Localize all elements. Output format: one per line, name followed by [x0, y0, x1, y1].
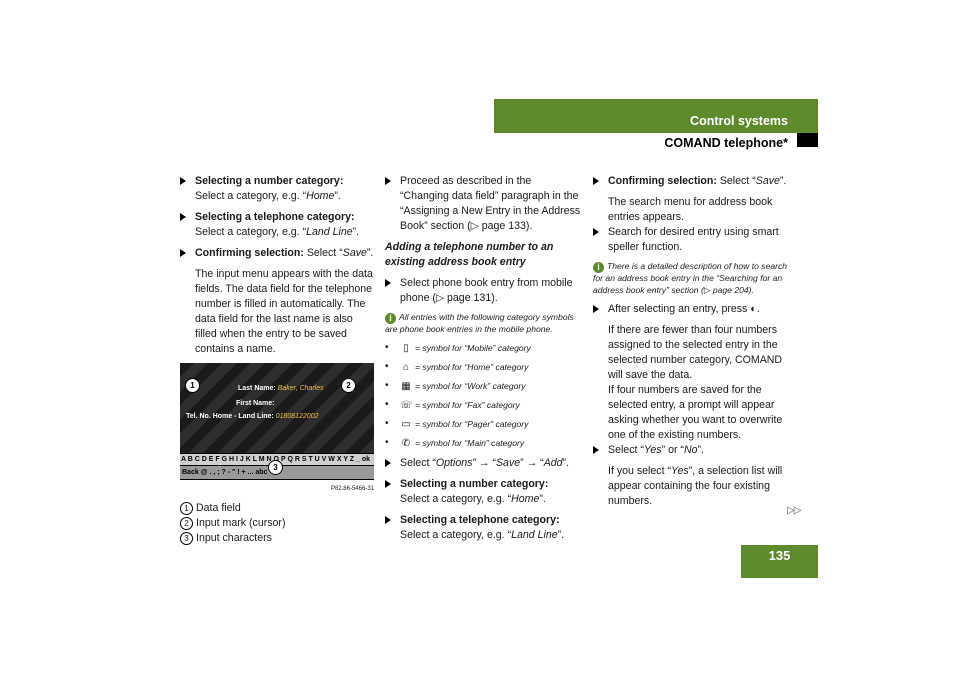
fax-icon: ☏ [400, 399, 413, 411]
step-select-number-category-2: Selecting a number category: Select a ca… [385, 477, 583, 507]
four-numbers-text: If four numbers are saved for the select… [608, 384, 783, 441]
section-subtitle: COMAND telephone* [664, 136, 788, 150]
category-item: •▭= symbol for “Pager” category [385, 417, 529, 430]
category-item: •✆= symbol for “Main” category [385, 436, 525, 449]
screen-background [180, 363, 374, 453]
info-icon: i [593, 262, 604, 273]
first-name-field: First Name: [236, 400, 275, 407]
fewer-numbers-text: If there are fewer than four numbers ass… [608, 324, 783, 381]
step-arrow-icon [385, 177, 391, 185]
column-3: Confirming selection: Select “Save”. The… [593, 174, 791, 509]
step-arrow-icon [385, 479, 391, 488]
category-item: •▦= symbol for “Work” category [385, 379, 526, 392]
step-confirm-selection-2: Confirming selection: Select “Save”. [593, 174, 791, 189]
column-1: Selecting a number category: Select a ca… [180, 174, 376, 546]
section-title: Control systems [690, 114, 788, 128]
page-number: 135 [741, 545, 818, 578]
home-icon: ⌂ [402, 361, 410, 373]
mobile-icon: ▯ [403, 342, 409, 354]
step-arrow-icon [385, 279, 391, 287]
step-search-entry: Search for desired entry using smart spe… [593, 225, 791, 255]
step-arrow-icon [385, 515, 391, 524]
step-select-phone-book-entry: Select phone book entry from mobile phon… [385, 276, 583, 306]
pager-icon: ▭ [401, 418, 411, 430]
continued-icon: ▷▷ [787, 505, 801, 516]
step-arrow-icon [180, 177, 186, 185]
step-arrow-icon [180, 249, 186, 257]
category-item: •⌂= symbol for “Home” category [385, 360, 529, 373]
main-phone-icon: ✆ [401, 437, 411, 449]
header-bar [494, 99, 818, 133]
step-proceed-as-described: Proceed as described in the “Changing da… [385, 174, 583, 234]
header-tab-marker [797, 133, 818, 147]
callout-3: 3 [268, 460, 283, 475]
step-confirm-selection: Confirming selection: Select “Save”. [180, 246, 376, 261]
step-arrow-icon [593, 446, 599, 454]
image-caption: P82.86-5466-31 [330, 486, 374, 492]
step-select-options-save-add: Select “Options” → “Save” → “Add”. [385, 456, 583, 471]
step-select-yes-no: Select “Yes” or “No”. [593, 443, 791, 458]
step-arrow-icon [180, 213, 186, 221]
callout-1: 1 [185, 378, 200, 393]
search-menu-text: The search menu for address book entries… [608, 196, 773, 223]
comand-input-screen: Last Name: Baker, Charles First Name: Te… [180, 363, 374, 480]
selection-list-text: If you select “Yes”, a selection list wi… [608, 465, 783, 507]
tel-number-field: Tel. No. Home - Land Line: 01808122002 [186, 413, 319, 420]
step-select-telephone-category-2: Selecting a telephone category: Select a… [385, 513, 583, 543]
subsection-heading: Adding a telephone number to an existing… [385, 241, 554, 268]
input-menu-description: The input menu appears with the data fie… [195, 268, 373, 355]
step-select-number-category: Selecting a number category: Select a ca… [180, 174, 376, 204]
work-icon: ▦ [401, 380, 411, 392]
info-icon: i [385, 313, 396, 324]
column-2: Proceed as described in the “Changing da… [385, 174, 583, 549]
step-arrow-icon [385, 458, 391, 467]
step-arrow-icon [593, 228, 599, 236]
category-item: •▯= symbol for “Mobile” category [385, 341, 531, 354]
step-press-button: After selecting an entry, press ◐. [593, 302, 791, 317]
step-arrow-icon [593, 305, 599, 313]
step-arrow-icon [593, 177, 599, 185]
callout-2: 2 [341, 378, 356, 393]
character-keyboard-row: A B C D E F G H I J K L M N O P Q R S T … [180, 454, 374, 465]
last-name-field: Last Name: Baker, Charles [238, 385, 324, 392]
category-item: •☏= symbol for “Fax” category [385, 398, 520, 411]
step-select-telephone-category: Selecting a telephone category: Select a… [180, 210, 376, 240]
